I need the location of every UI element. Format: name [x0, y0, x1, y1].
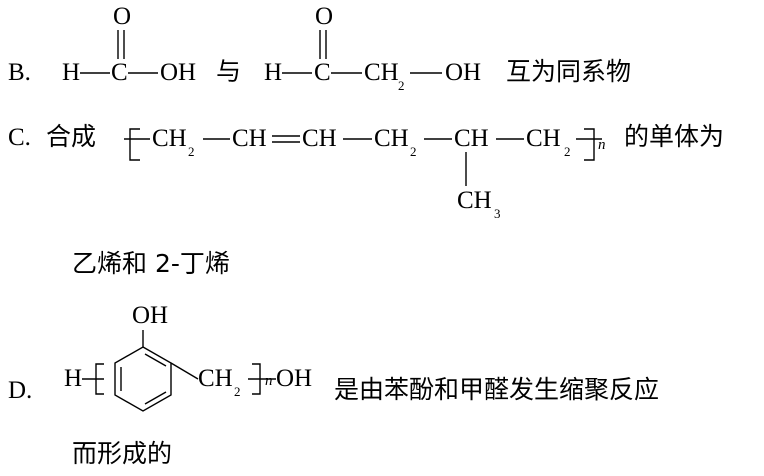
option-b-relation: 与	[216, 57, 242, 86]
d-bond-ring-ch2	[170, 362, 199, 380]
c-ch-group-2: CH	[302, 125, 337, 152]
d-end-oh: OH	[276, 365, 313, 392]
c-left-bracket	[129, 128, 140, 161]
option-b-conclusion: 互为同系物	[506, 57, 632, 86]
d-benzene-ring	[114, 346, 172, 412]
option-d-label: D.	[8, 377, 33, 404]
c-methyl-group: CH	[457, 187, 492, 214]
c-ch2-group-1: CH	[152, 125, 187, 152]
option-c-label: C.	[8, 124, 31, 151]
d-repeat-n: n	[265, 373, 273, 389]
c-ch-group-1: CH	[232, 125, 267, 152]
b1-o-atom: O	[113, 3, 132, 30]
d-h-atom: H	[64, 365, 83, 392]
d-ring-double-3	[144, 353, 167, 367]
option-c-lead: 合成	[46, 122, 97, 151]
option-c-conclusion: 的单体为	[624, 122, 725, 151]
b2-ch-subscript: 2	[398, 78, 405, 93]
d-ch2-subscript: 2	[234, 384, 241, 399]
c-methyl-subscript: 3	[494, 206, 501, 221]
b1-c-atom: C	[111, 59, 128, 86]
d-phenol-oh: OH	[132, 302, 169, 329]
c-ch2-subscript-1: 2	[188, 144, 195, 159]
option-d-conclusion-line2: 而形成的	[72, 439, 173, 468]
c-ch2-subscript-2: 2	[410, 144, 417, 159]
b2-oh-group: OH	[445, 59, 482, 86]
d-left-bracket	[95, 363, 104, 395]
option-c-answer: 乙烯和 2-丁烯	[72, 249, 230, 278]
b2-c-atom: C	[314, 59, 331, 86]
c-right-bracket	[584, 128, 595, 161]
option-d-conclusion: 是由苯酚和甲醛发生缩聚反应	[334, 375, 660, 404]
b1-h-atom: H	[62, 59, 81, 86]
option-b-label: B.	[8, 59, 31, 86]
c-ch-group-3: CH	[454, 125, 489, 152]
b2-ch-group: CH	[364, 59, 399, 86]
b1-oh-group: OH	[160, 59, 197, 86]
c-ch2-group-3: CH	[526, 125, 561, 152]
d-ch2-group: CH	[198, 365, 233, 392]
b2-o-atom: O	[315, 3, 334, 30]
c-ch2-subscript-3: 2	[564, 144, 571, 159]
c-ch2-group-2: CH	[374, 125, 409, 152]
d-ring-double-2	[144, 391, 167, 405]
b2-h-atom: H	[264, 59, 283, 86]
c-repeat-n: n	[598, 137, 606, 153]
